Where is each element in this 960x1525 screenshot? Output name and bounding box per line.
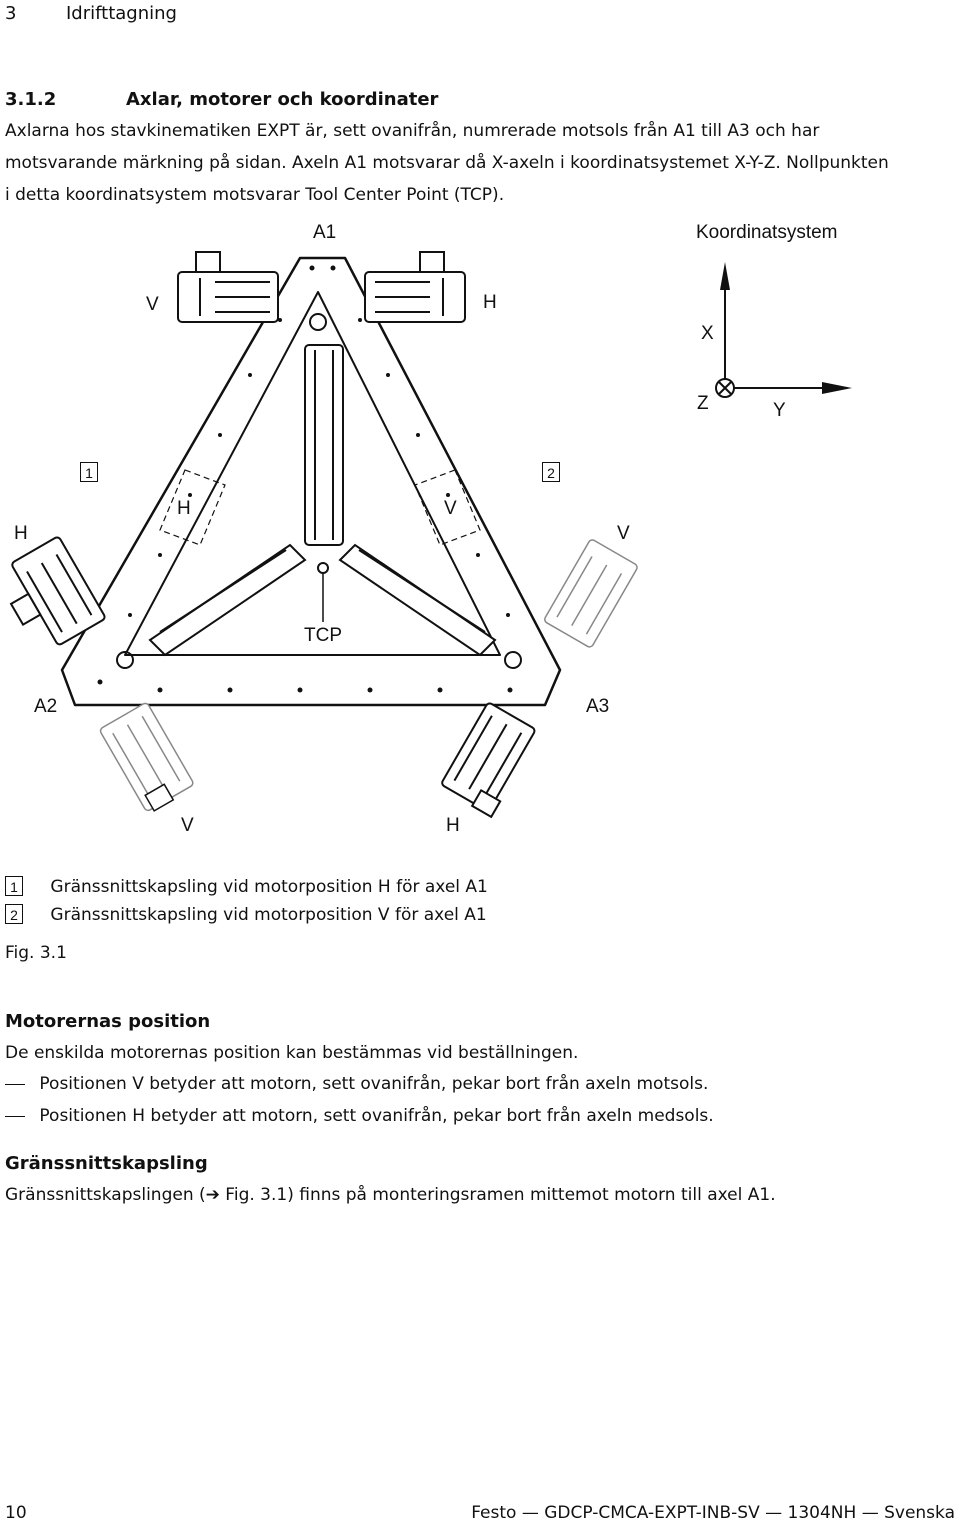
arrow-icon: ➔	[205, 1185, 220, 1205]
motor-bullet: Positionen V betyder att motorn, sett ov…	[5, 1074, 708, 1094]
label-mid-left-h: H	[14, 523, 28, 544]
callout-1: 1	[80, 462, 98, 482]
footer-page-number: 10	[5, 1503, 27, 1523]
intro-line: i detta koordinatsystem motsvarar Tool C…	[5, 185, 505, 205]
motor-top-v	[177, 251, 279, 323]
label-mid-inner-v: V	[444, 498, 457, 519]
motor-bottom-v	[99, 702, 194, 812]
motor-bottom-h	[441, 702, 536, 819]
motor-section-intro: De enskilda motorernas position kan best…	[5, 1043, 579, 1063]
label-y: Y	[773, 400, 786, 421]
callout-2: 2	[542, 462, 560, 482]
motor-section-title: Motorernas position	[5, 1011, 211, 1032]
motor-bullet-text: Positionen V betyder att motorn, sett ov…	[39, 1074, 709, 1094]
footer-doc-id: Festo — GDCP-CMCA-EXPT-INB-SV — 1304NH —…	[471, 1503, 955, 1523]
legend-number: 2	[5, 904, 23, 924]
intro-line: Axlarna hos stavkinematiken EXPT är, set…	[5, 121, 820, 141]
delta-robot-figure	[9, 251, 852, 819]
legend-number: 1	[5, 876, 23, 896]
label-bot-v: V	[181, 815, 194, 836]
label-top-v: V	[146, 294, 159, 315]
header-chapter-number: 3	[5, 3, 17, 24]
motor-left-h	[9, 536, 106, 646]
label-z: Z	[697, 393, 709, 414]
inner-links	[148, 344, 497, 657]
figure-caption: Fig. 3.1	[5, 943, 67, 963]
intro-line: motsvarande märkning på sidan. Axeln A1 …	[5, 153, 889, 173]
motor-bullet-text: Positionen H betyder att motorn, sett ov…	[39, 1106, 714, 1126]
legend-text: Gränssnittskapsling vid motorposition V …	[50, 905, 487, 925]
interface-housings	[159, 469, 481, 546]
legend-item: 2 Gränssnittskapsling vid motorposition …	[5, 904, 487, 925]
label-a1: A1	[313, 222, 337, 243]
intro-paragraph: Axlarna hos stavkinematiken EXPT är, set…	[5, 115, 889, 211]
section-number: 3.1.2	[5, 89, 57, 110]
interface-section-title: Gränssnittskapsling	[5, 1153, 208, 1174]
legend-text: Gränssnittskapsling vid motorposition H …	[50, 877, 488, 897]
label-a2: A2	[34, 696, 58, 717]
label-mid-inner-h: H	[177, 498, 191, 519]
motor-top-h	[364, 251, 466, 323]
motor-right-v	[544, 539, 638, 648]
coordinate-system	[715, 262, 852, 398]
label-top-h: H	[483, 292, 497, 313]
label-bot-h: H	[446, 815, 460, 836]
label-tcp: TCP	[304, 625, 342, 646]
motor-bullet: Positionen H betyder att motorn, sett ov…	[5, 1106, 714, 1126]
section-title: Axlar, motorer och koordinater	[126, 89, 439, 110]
label-mid-right-v: V	[617, 523, 630, 544]
frame-bolts	[97, 265, 513, 693]
label-x: X	[701, 323, 714, 344]
label-a3: A3	[586, 696, 610, 717]
label-coord-title: Koordinatsystem	[696, 222, 838, 243]
frame	[60, 256, 562, 707]
header-chapter-title: Idrifttagning	[66, 3, 177, 24]
legend-item: 1 Gränssnittskapsling vid motorposition …	[5, 876, 488, 897]
interface-section-text: Gränssnittskapslingen (➔ Fig. 3.1) finns…	[5, 1185, 776, 1205]
